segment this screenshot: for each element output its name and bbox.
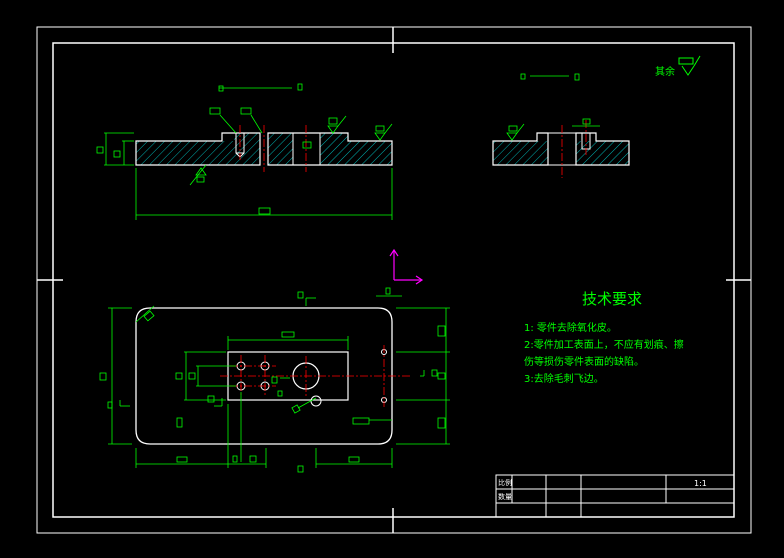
front-view-outline <box>135 132 393 166</box>
plan-view-centerlines <box>220 345 412 407</box>
ucs-axis-icon <box>389 248 424 285</box>
tech-requirements: 技术要求 1: 零件去除氧化皮。 2:零件加工表面上，不应有划痕、擦 伤等损伤零… <box>524 290 684 385</box>
tech-requirement-line-3: 伤等损伤零件表面的缺陷。 <box>524 355 644 368</box>
roughness-note: 其余 <box>655 65 675 78</box>
side-view-hatch <box>493 141 629 165</box>
roughness-symbol-general <box>678 55 701 76</box>
plan-view <box>99 287 450 473</box>
tech-requirement-line-1: 1: 零件去除氧化皮。 <box>524 321 617 334</box>
tech-requirements-title: 技术要求 <box>582 290 642 308</box>
title-block-scale: 1:1 <box>694 479 707 488</box>
title-block-label-2: 数量 <box>498 492 512 501</box>
side-view-dimensions <box>506 73 600 141</box>
centering-marks <box>37 27 751 533</box>
plan-view-small-hole <box>310 395 322 407</box>
title-block <box>495 474 735 518</box>
front-section-view <box>96 83 393 220</box>
front-view-hatch <box>136 133 392 165</box>
plan-view-dimensions <box>99 287 450 473</box>
side-section-view <box>492 73 630 178</box>
front-view-centerlines <box>239 125 307 172</box>
plan-view-outline <box>135 307 393 445</box>
tech-requirement-line-4: 3:去除毛刺飞边。 <box>524 372 604 385</box>
tech-requirement-line-2: 2:零件加工表面上，不应有划痕、擦 <box>524 338 684 351</box>
title-block-label-1: 比例 <box>498 478 512 487</box>
front-view-dimensions <box>96 83 393 220</box>
